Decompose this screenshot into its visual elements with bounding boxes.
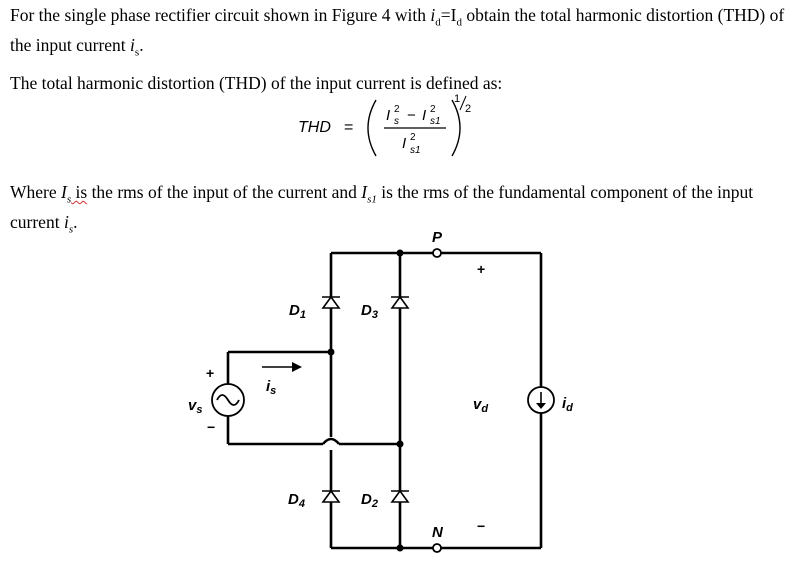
label-d2: D2 xyxy=(361,491,378,510)
den: I xyxy=(402,135,406,152)
right-paren xyxy=(451,99,461,157)
minus-left: − xyxy=(207,419,215,435)
minus-right: − xyxy=(477,518,485,534)
label-id: id xyxy=(562,395,573,414)
diode-d1 xyxy=(321,295,341,309)
label-p: P xyxy=(432,229,443,246)
num-b: I xyxy=(422,107,426,124)
intro-paragraph: For the single phase rectifier circuit s… xyxy=(10,5,785,58)
svg-text:s1: s1 xyxy=(410,145,421,156)
plus-right: + xyxy=(477,261,485,277)
terminal-p xyxy=(432,248,442,258)
ac-source-icon xyxy=(211,383,245,417)
where-paragraph: Where Is is the rms of the input of the … xyxy=(10,182,754,235)
formula-minus: − xyxy=(407,107,416,124)
label-is: is xyxy=(266,378,276,397)
svg-text:s1: s1 xyxy=(430,116,441,127)
label-d3: D3 xyxy=(361,302,378,321)
formula-lhs: THD xyxy=(298,119,331,136)
terminal-n xyxy=(432,543,442,553)
junction-dots xyxy=(327,249,404,552)
wires xyxy=(226,251,543,550)
label-d4: D4 xyxy=(288,491,305,510)
diode-d4 xyxy=(321,489,341,503)
rectifier-circuit-diagram: D1 D3 D4 D2 P N is vs vd id + − + − xyxy=(188,229,573,553)
is-symbol: i xyxy=(130,34,135,55)
svg-text:2: 2 xyxy=(394,104,400,115)
plus-left: + xyxy=(206,365,214,381)
diode-d3 xyxy=(390,295,410,309)
num-a: I xyxy=(386,107,390,124)
current-arrow-icon xyxy=(262,362,302,372)
label-d1: D1 xyxy=(289,302,306,321)
label-n: N xyxy=(432,524,444,541)
left-paren xyxy=(367,99,377,157)
formula-equals: = xyxy=(344,119,353,136)
thd-formula: THD = I 2 s − I 2 s1 I 2 s1 1 2 xyxy=(298,93,471,157)
diode-d2 xyxy=(390,489,410,503)
exponent-num: 1 xyxy=(454,93,460,105)
definition-text: The total harmonic distortion (THD) of t… xyxy=(10,73,503,93)
exponent-slash xyxy=(459,95,467,111)
spell-check-underline: is xyxy=(71,182,88,202)
label-vs: vs xyxy=(188,397,202,416)
exponent-den: 2 xyxy=(465,103,471,115)
current-source-icon xyxy=(527,386,555,414)
svg-text:s: s xyxy=(394,116,399,127)
svg-text:2: 2 xyxy=(430,104,436,115)
svg-text:2: 2 xyxy=(410,132,416,143)
label-vd: vd xyxy=(473,396,488,415)
id-symbol: i xyxy=(430,5,436,25)
